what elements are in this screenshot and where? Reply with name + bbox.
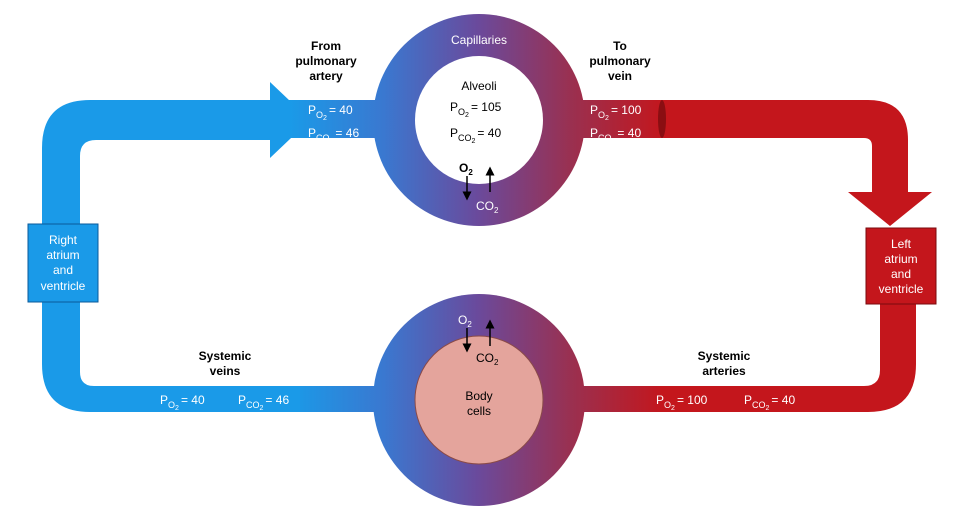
pulmonary-artery-po2: PO2= 40 bbox=[308, 103, 353, 122]
alveoli-pco2: PCO2= 40 bbox=[450, 126, 501, 145]
pulmonary-artery-pco2: PCO2= 46 bbox=[308, 126, 359, 145]
right-heart-line-4: ventricle bbox=[41, 279, 86, 293]
systemic-veins-pco2: PCO2= 46 bbox=[238, 393, 289, 412]
systemic-veins-label-2: veins bbox=[210, 364, 241, 378]
systemic-veins-label-1: Systemic bbox=[199, 349, 252, 363]
alveoli-po2: PO2= 105 bbox=[450, 100, 502, 119]
pulmonary-artery-label-3: artery bbox=[309, 69, 343, 83]
alveoli-title: Alveoli bbox=[461, 79, 496, 93]
pulmonary-vein-label-2: pulmonary bbox=[589, 54, 651, 68]
left-heart-line-3: and bbox=[891, 267, 911, 281]
left-heart-line-2: atrium bbox=[884, 252, 917, 266]
right-heart-line-1: Right bbox=[49, 233, 78, 247]
systemic-arteries-pco2: PCO2= 40 bbox=[744, 393, 795, 412]
pulmonary-artery-label-2: pulmonary bbox=[295, 54, 357, 68]
pulmonary-vein-label-1: To bbox=[613, 39, 627, 53]
systemic-arteries-label-1: Systemic bbox=[698, 349, 751, 363]
body-cells-co2-label: CO2 bbox=[476, 351, 499, 367]
left-heart-line-4: ventricle bbox=[879, 282, 924, 296]
right-heart-box bbox=[27, 223, 99, 303]
vein-opening bbox=[658, 100, 666, 138]
right-heart-line-3: and bbox=[53, 263, 73, 277]
body-cells-o2-label: O2 bbox=[458, 313, 472, 329]
pulmonary-artery-label-1: From bbox=[311, 39, 341, 53]
alveoli-circle bbox=[415, 56, 543, 184]
alveoli-co2-label: CO2 bbox=[476, 199, 499, 215]
right-heart-line-2: atrium bbox=[46, 248, 79, 262]
pulmonary-vein-po2: PO2= 100 bbox=[590, 103, 642, 122]
systemic-arteries-po2: PO2= 100 bbox=[656, 393, 708, 412]
body-cells-line-1: Body bbox=[465, 389, 492, 403]
systemic-veins-po2: PO2= 40 bbox=[160, 393, 205, 412]
systemic-arteries-label-2: arteries bbox=[702, 364, 746, 378]
alveoli-o2-label: O2 bbox=[459, 161, 473, 177]
body-cells-line-2: cells bbox=[467, 404, 491, 418]
left-heart-box bbox=[865, 227, 937, 305]
pulmonary-vein-pco2: PCO2= 40 bbox=[590, 126, 641, 145]
body-cells-circle bbox=[414, 335, 544, 465]
pulmonary-vein-label-3: vein bbox=[608, 69, 632, 83]
capillaries-title: Capillaries bbox=[451, 33, 507, 47]
left-heart-line-1: Left bbox=[891, 237, 912, 251]
oxygenated-vessel-path bbox=[662, 100, 932, 226]
systemic-arteries-path bbox=[640, 300, 916, 412]
